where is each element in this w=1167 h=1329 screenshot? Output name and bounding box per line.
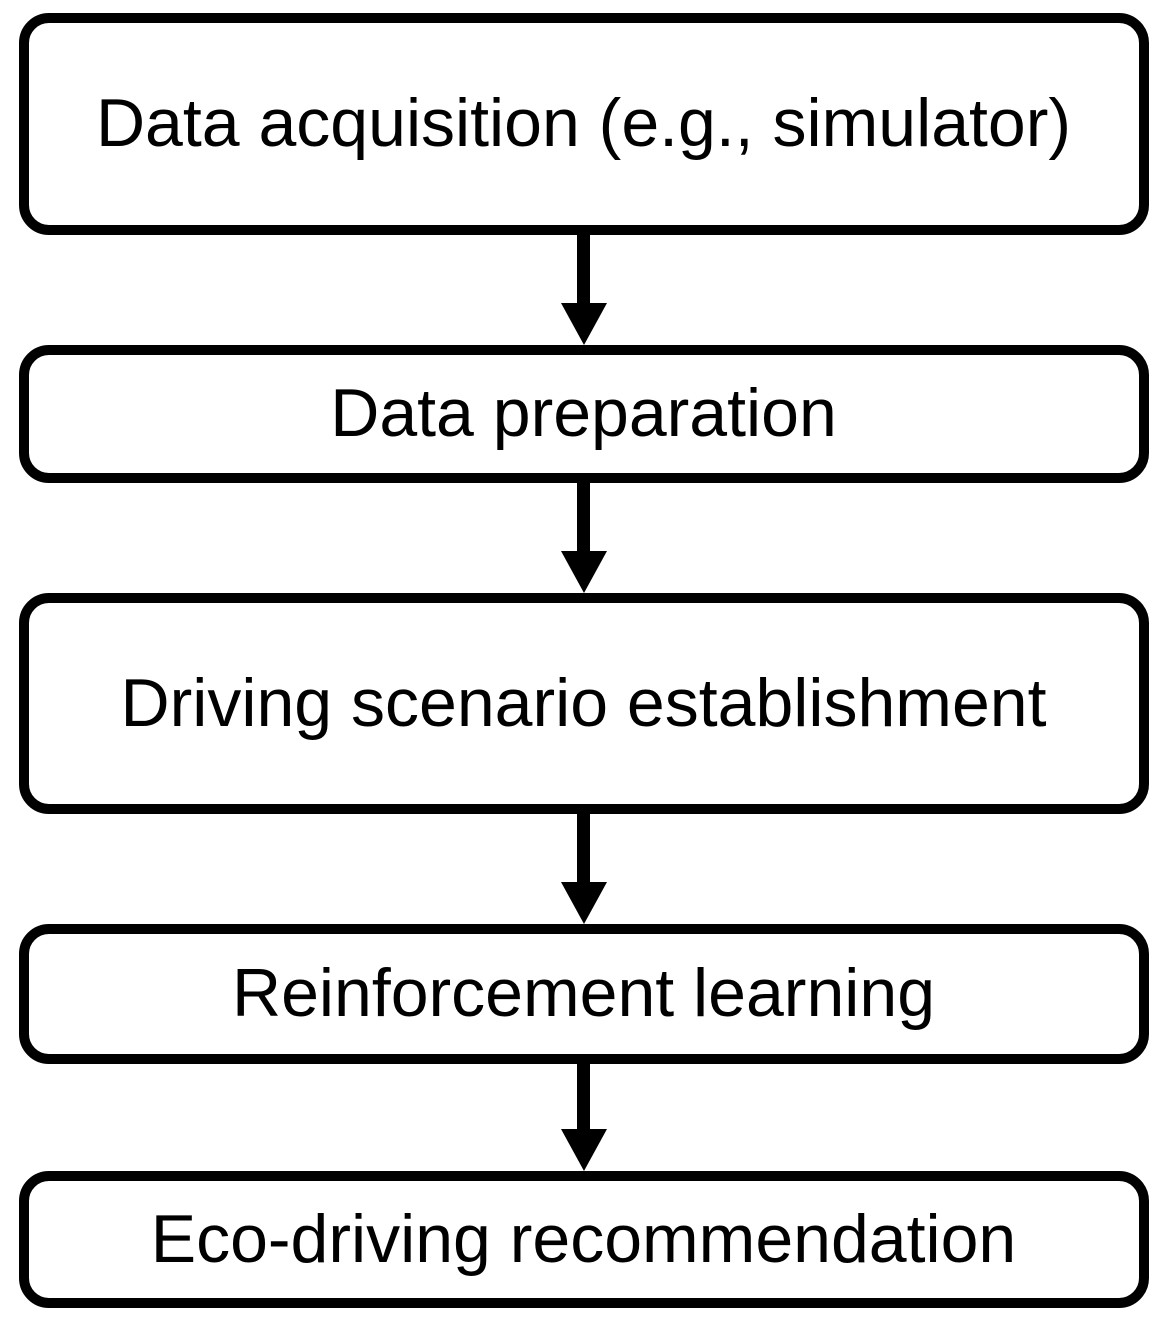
flow-step-driving-scenario-establishment: Driving scenario establishment	[18, 593, 1149, 814]
arrow-shaft	[577, 235, 590, 303]
flow-step-eco-driving-recommendation: Eco-driving recommendation	[18, 1171, 1149, 1308]
flow-step-reinforcement-learning-label: Reinforcement learning	[231, 955, 936, 1032]
flow-step-data-acquisition-label: Data acquisition (e.g., simulator)	[95, 85, 1072, 162]
flow-step-data-preparation-label: Data preparation	[330, 375, 837, 452]
flow-arrow-1	[560, 235, 607, 345]
arrow-down-icon	[560, 882, 607, 924]
arrow-shaft	[577, 483, 590, 551]
flow-step-data-preparation: Data preparation	[18, 345, 1149, 483]
arrow-shaft	[577, 814, 590, 882]
arrow-down-icon	[560, 551, 607, 593]
arrow-shaft	[577, 1064, 590, 1129]
flow-arrow-4	[560, 1064, 607, 1171]
flow-step-reinforcement-learning: Reinforcement learning	[18, 924, 1149, 1064]
flow-step-driving-scenario-establishment-label: Driving scenario establishment	[120, 664, 1047, 741]
flow-arrow-2	[560, 483, 607, 593]
flow-arrow-3	[560, 814, 607, 924]
arrow-down-icon	[560, 303, 607, 345]
arrow-down-icon	[560, 1129, 607, 1171]
flow-step-eco-driving-recommendation-label: Eco-driving recommendation	[150, 1200, 1017, 1277]
flow-step-data-acquisition: Data acquisition (e.g., simulator)	[18, 13, 1149, 235]
